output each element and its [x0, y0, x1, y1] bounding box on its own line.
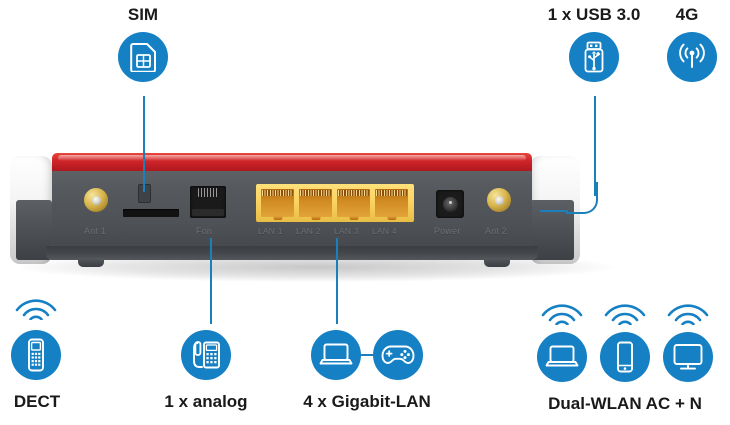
monitor-icon	[673, 344, 703, 370]
rj11-phone-jack[interactable]	[190, 186, 226, 218]
port-label-lan2: LAN 2	[296, 226, 321, 236]
leader-line-gigabit-lan	[336, 238, 338, 324]
rj45-ethernet-jack[interactable]	[261, 189, 294, 220]
monitor-icon-circle[interactable]	[663, 332, 713, 382]
dc-power-jack[interactable]	[436, 190, 464, 218]
cell-tower-icon	[679, 43, 705, 68]
leader-line-usb-vertical	[594, 96, 596, 196]
sim-card-icon-circle[interactable]	[118, 32, 168, 82]
chassis-red-gloss	[58, 155, 526, 161]
port-label-ant1: Ant 1	[84, 226, 107, 236]
leader-line-usb-horizontal	[540, 210, 568, 212]
rubber-foot-right	[484, 258, 510, 267]
rubber-foot-left	[78, 258, 104, 267]
laptop-icon-circle-lan[interactable]	[311, 330, 361, 380]
callout-label-usb: 1 x USB 3.0	[547, 5, 641, 24]
usb-stick-icon	[584, 41, 604, 73]
rj45-ethernet-jack[interactable]	[299, 189, 332, 220]
callout-label-4g: 4G	[675, 5, 699, 24]
callout-label-analog: 1 x analog	[164, 392, 248, 411]
rj45-ethernet-jack[interactable]	[337, 189, 370, 220]
smartphone-icon-circle[interactable]	[600, 332, 650, 382]
callout-label-sim: SIM	[127, 5, 159, 24]
port-label-lan3: LAN 3	[334, 226, 359, 236]
port-label-lan4: LAN 4	[372, 226, 397, 236]
wifi-arcs-monitor-wlan	[667, 304, 709, 325]
laptop-icon-circle-wlan[interactable]	[537, 332, 587, 382]
cordless-phone-icon-circle[interactable]	[11, 330, 61, 380]
callout-label-dect: DECT	[13, 392, 61, 411]
wifi-arcs-smartphone-wlan	[604, 304, 646, 325]
port-label-lan1: LAN 1	[258, 226, 283, 236]
sim-card-icon	[130, 43, 156, 72]
usb-stick-icon-circle[interactable]	[569, 32, 619, 82]
laptop-icon	[319, 343, 353, 365]
port-label-ant2: Ant 2	[485, 226, 508, 236]
port-label-power: Power	[434, 226, 461, 236]
sim-card-slot[interactable]	[123, 209, 179, 217]
gamepad-icon	[381, 345, 415, 364]
connector-giglan-pair	[358, 354, 376, 356]
wifi-arcs-dect	[15, 299, 57, 320]
chassis-base	[46, 246, 538, 260]
leader-line-analog	[210, 238, 212, 324]
lan-port-housing	[256, 184, 414, 222]
leader-line-sim	[143, 96, 145, 192]
gamepad-icon-circle[interactable]	[373, 330, 423, 380]
leader-line-usb-corner	[566, 182, 598, 214]
sma-connector-ant2	[487, 188, 511, 212]
cordless-phone-icon	[28, 338, 44, 372]
smartphone-icon	[617, 341, 633, 373]
desk-phone-icon-circle[interactable]	[181, 330, 231, 380]
wifi-arcs-laptop-wlan	[541, 304, 583, 325]
sma-connector-ant1	[84, 188, 108, 212]
rj45-ethernet-jack[interactable]	[375, 189, 408, 220]
laptop-icon	[545, 345, 579, 367]
callout-label-gigabit-lan: 4 x Gigabit-LAN	[303, 392, 431, 411]
port-label-fon: Fon	[196, 226, 213, 236]
callout-label-wlan: Dual-WLAN AC + N	[548, 394, 702, 413]
desk-phone-icon	[193, 341, 220, 369]
cell-tower-icon-circle[interactable]	[667, 32, 717, 82]
